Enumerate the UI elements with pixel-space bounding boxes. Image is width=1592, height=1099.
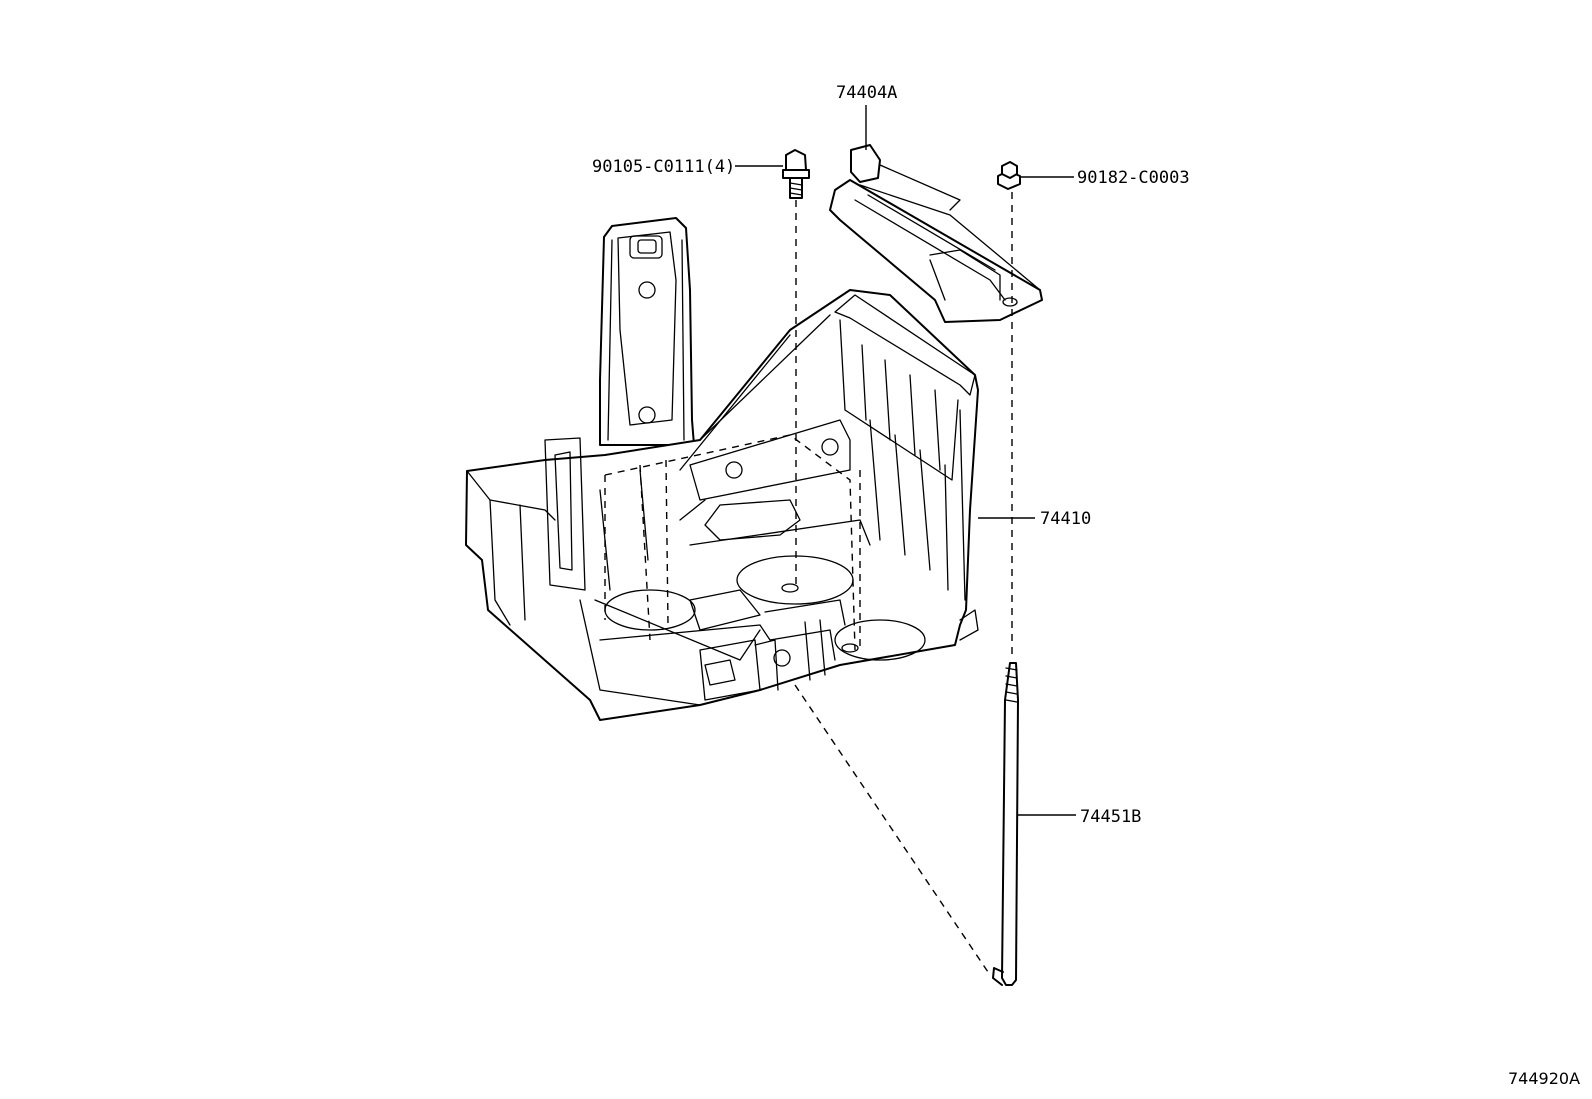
callout-tray: 74410	[1040, 509, 1091, 529]
callout-bolt: 90105-C0111(4)	[592, 157, 735, 177]
bolt-drawing	[782, 149, 810, 199]
figure-id: 744920A	[1508, 1069, 1580, 1088]
leader-lines	[735, 105, 1076, 816]
callout-clamp: 74404A	[836, 83, 897, 103]
battery-tray-drawing	[465, 217, 979, 721]
assembly-dashed-lines	[794, 192, 1013, 976]
rod-drawing	[992, 662, 1019, 986]
callout-rod: 74451B	[1080, 807, 1141, 827]
nut-drawing	[997, 161, 1021, 190]
clamp-drawing	[829, 144, 1043, 323]
callout-nut: 90182-C0003	[1077, 168, 1190, 188]
